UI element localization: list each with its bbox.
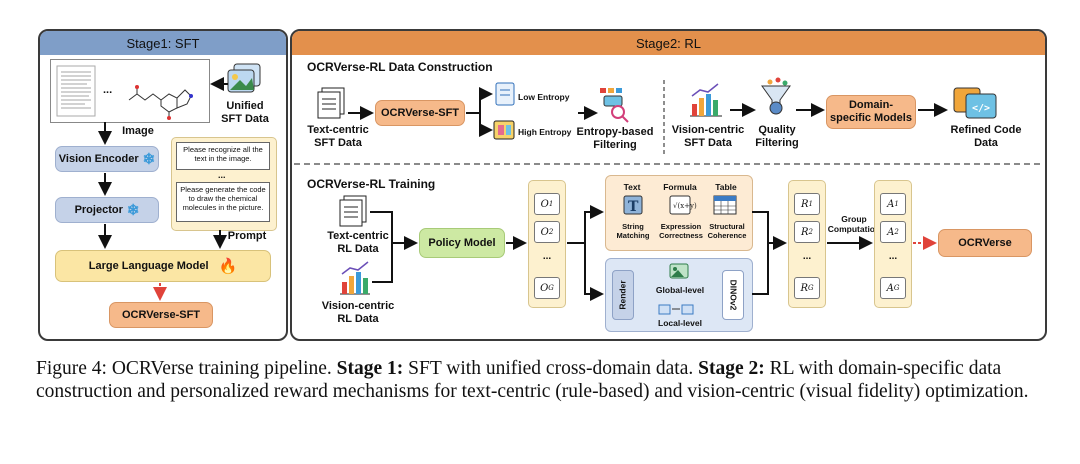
domain-models-box: Domain- specific Models [826,95,916,129]
sample-image-frame: ... [50,59,210,123]
prompt-text-1: Please recognize all the text in the ima… [176,142,270,170]
snowflake-icon: ❄ [126,202,140,219]
ocrverse-box: OCRVerse [938,229,1032,257]
projector-box: Projector ❄ [55,197,159,223]
caption-stage1-text: SFT with unified cross-domain data. [403,358,699,379]
caption-stage2-bold: Stage 2: [698,358,765,379]
string-matching-label: String Matching [616,222,650,240]
caption-prefix: Figure 4: OCRVerse training pipeline. [36,358,337,379]
document-thumbnail [56,65,193,120]
low-entropy-label: Low Entropy [518,92,570,102]
llm-box: Large Language Model 🔥 [55,250,271,282]
construction-title: OCRVerse-RL Data Construction [307,60,493,74]
fire-icon: 🔥 [218,258,238,275]
svg-text:√(x+y): √(x+y) [673,202,697,210]
high-entropy-label: High Entropy [518,127,572,137]
reward-text-label: Text [623,182,641,192]
ocrverse-sft-box: OCRVerse-SFT [109,302,213,328]
construction-ocrverse-sft-box: OCRVerse-SFT [375,100,465,126]
policy-model-label: Policy Model [428,237,496,249]
reward-formula-label: Formula [663,182,697,192]
vision-encoder-box: Vision Encoder ❄ [55,146,159,172]
domain-models-label: Domain- specific Models [830,99,912,124]
llm-label: Large Language Model [88,260,209,272]
vision-centric-sft-label: Vision-centric SFT Data [671,124,745,149]
expression-correctness-label: Expression Correctness [659,222,703,240]
prompt-text-2: Please generate the code to draw the che… [176,182,270,222]
construction-ocrverse-sft-label: OCRVerse-SFT [380,107,460,119]
dinov2-box: DINOv2 [722,270,744,320]
entropy-filtering-label: Entropy-based Filtering [576,126,654,151]
structural-coherence-label: Structural Coherence [707,222,747,240]
projector-label: Projector [74,204,123,216]
caption-stage2-text: RL with domain-specific data constructio… [36,358,1029,402]
unified-sft-data-label: Unified SFT Data [221,100,269,125]
text-centric-rl-label: Text-centric RL Data [327,230,389,255]
refined-code-label: Refined Code Data [950,124,1022,149]
svg-text:T: T [628,199,639,215]
vision-encoder-label: Vision Encoder [58,153,139,165]
local-level-label: Local-level [658,318,702,328]
render-box: Render [612,270,634,320]
vision-centric-rl-label: Vision-centric RL Data [321,300,395,325]
stage2-title: Stage2: RL [292,31,1045,55]
global-level-label: Global-level [655,285,705,295]
output-dots: ... [542,251,552,262]
text-centric-sft-label: Text-centric SFT Data [307,124,369,149]
stage1-title: Stage1: SFT [40,31,286,55]
image-label: Image [122,125,154,137]
training-title: OCRVerse-RL Training [307,177,436,191]
figure-caption: Figure 4: OCRVerse training pipeline. St… [36,357,1056,403]
ocrverse-label: OCRVerse [958,237,1012,249]
policy-model-box: Policy Model [419,228,505,258]
group-computation-label: Group Computation [827,214,881,234]
ocrverse-sft-label: OCRVerse-SFT [121,309,201,321]
prompt-label: Prompt [227,230,267,242]
caption-stage1-bold: Stage 1: [336,358,404,379]
thumbnail-dots: ... [103,84,113,96]
quality-filtering-label: Quality Filtering [755,124,799,149]
reward-dots: ... [802,251,812,262]
reward-table-label: Table [715,182,737,192]
prompt-dots: ... [218,170,226,180]
svg-text:</>: </> [972,103,990,114]
snowflake-icon: ❄ [142,151,156,168]
advantage-dots: ... [888,251,898,262]
